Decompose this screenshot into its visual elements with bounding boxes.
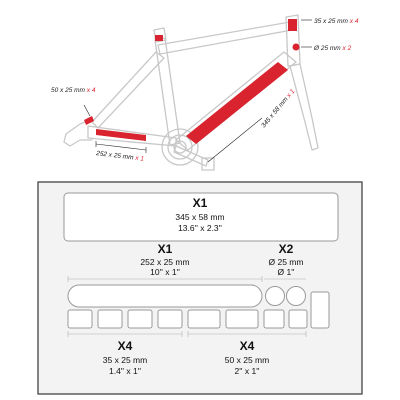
seat-post-sticker [155, 35, 163, 41]
bike-frame [63, 14, 319, 171]
rounds-metric: Ø 25 mm [269, 257, 304, 267]
long-strip-imperial: 10'' x 1'' [150, 267, 180, 277]
fork [289, 63, 319, 151]
head-tube-sticker [288, 19, 297, 31]
sheet-guides [67, 276, 307, 337]
top-strip-label: 252 x 25 mm x 1 [95, 150, 145, 163]
seat-stay [91, 51, 165, 129]
small-rect-2 [97, 309, 123, 329]
rounds-count: X2 [279, 242, 294, 256]
small-rects-imperial: 1.4'' x 1'' [109, 366, 141, 376]
big-piece [63, 192, 339, 242]
long-strip-count: X1 [158, 242, 173, 256]
down-tube-sticker [186, 62, 288, 144]
big-piece-imperial: 13.6'' x 2.3'' [178, 223, 222, 233]
dimension-lines [83, 19, 312, 163]
down-tube [175, 51, 297, 151]
dropout-sticker [84, 116, 94, 125]
medium-rects-metric: 50 x 25 mm [225, 355, 269, 365]
medium-rects-imperial: 2'' x 1'' [235, 366, 260, 376]
round-piece-2 [286, 286, 306, 306]
chainring [161, 128, 199, 166]
round-sticker-mark [292, 43, 300, 51]
medium-rect-4 [288, 309, 308, 329]
sheet-pieces [63, 192, 339, 329]
long-strip-metric: 252 x 25 mm [140, 257, 189, 267]
crank-arm [173, 145, 209, 167]
medium-rects-count: X4 [240, 339, 255, 353]
round-piece-1 [265, 286, 285, 306]
head-tube-label: 35 x 25 mm x 4 [314, 18, 359, 25]
bottom-bracket [173, 140, 187, 154]
chainstay-label: 50 x 25 mm x 4 [51, 87, 96, 94]
bike-sticker-marks [84, 19, 300, 144]
rounds-imperial: Ø 1'' [278, 267, 295, 277]
small-rect-3 [127, 309, 153, 329]
medium-rect-2 [225, 309, 259, 329]
chainring-inner [167, 134, 193, 160]
side-piece [310, 291, 330, 329]
big-piece-metric: 345 x 58 mm [175, 212, 224, 222]
small-rects-metric: 35 x 25 mm [103, 355, 147, 365]
round-label: Ø 25 mm x 2 [313, 45, 352, 52]
down-tube-label: 345 x 58 mm x 1 [260, 88, 297, 130]
small-rects-count: X4 [118, 339, 133, 353]
rear-dropout [63, 119, 93, 147]
pedal [201, 157, 215, 171]
chainstay-sticker [96, 129, 146, 141]
small-rect-1 [67, 309, 93, 329]
long-strip [67, 284, 263, 308]
top-tube [157, 21, 293, 55]
medium-rect-1 [187, 309, 221, 329]
medium-rect-3 [263, 309, 285, 329]
big-piece-count: X1 [193, 196, 208, 210]
small-rect-4 [157, 309, 183, 329]
